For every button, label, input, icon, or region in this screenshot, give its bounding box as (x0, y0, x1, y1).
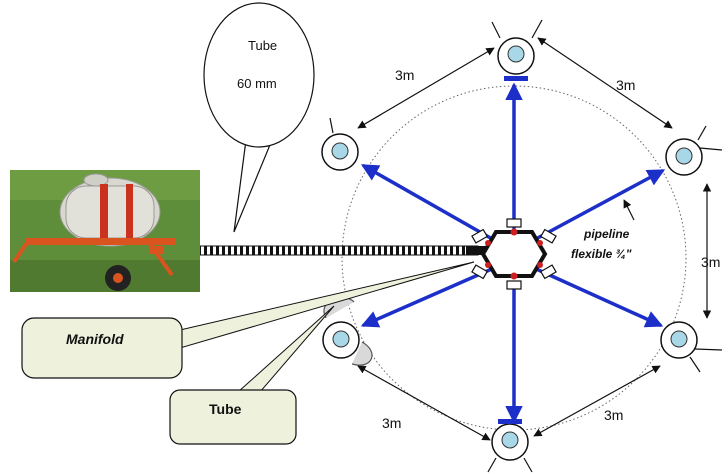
pipeline-upper-right (532, 169, 666, 242)
dim-label-top-left: 3m (395, 67, 414, 83)
dim-arrow-top-left (357, 47, 495, 129)
water-tank-trailer-photo (10, 170, 200, 292)
main-tube-connector (466, 246, 494, 255)
dim-arrow-bottom-right (533, 365, 661, 437)
dim-label-bottom-right: 3m (604, 407, 623, 423)
tube-label: Tube (209, 401, 242, 417)
dim-arrow-top-right (537, 37, 673, 129)
pipeline-upper-left (360, 164, 496, 242)
sprinkler-bottom (487, 419, 533, 473)
manifold-icon (471, 218, 557, 290)
dim-label-right: 3m (701, 254, 720, 270)
pipeline-label-line1: pipeline (583, 227, 630, 241)
pipeline-label-line2: flexible ¾" (571, 247, 632, 261)
sprinkler-upper-left (321, 117, 359, 171)
sprinkler-upper-right (665, 125, 723, 176)
dimension-arrows (357, 37, 712, 441)
tube-callout (169, 305, 335, 445)
manifold-label: Manifold (66, 331, 124, 347)
pipelines (360, 82, 666, 424)
main-tube (161, 245, 479, 256)
sprinkler-lower-left (322, 297, 373, 366)
pipeline-pointer (623, 199, 635, 221)
pipeline-lower-left (360, 266, 496, 328)
sprinkler-top (491, 19, 543, 81)
sprinkler-lower-right (660, 321, 723, 373)
pipeline-lower-right (532, 266, 664, 328)
tube-size-callout (203, 2, 315, 233)
dim-label-bottom-left: 3m (382, 415, 401, 431)
tube-callout-line1: Tube (248, 38, 277, 53)
manifold-callout (21, 261, 475, 379)
dim-arrow-bottom-left (357, 365, 491, 441)
dim-label-top-right: 3m (616, 77, 635, 93)
tube-callout-line2: 60 mm (237, 76, 277, 91)
coverage-circle (341, 85, 687, 431)
